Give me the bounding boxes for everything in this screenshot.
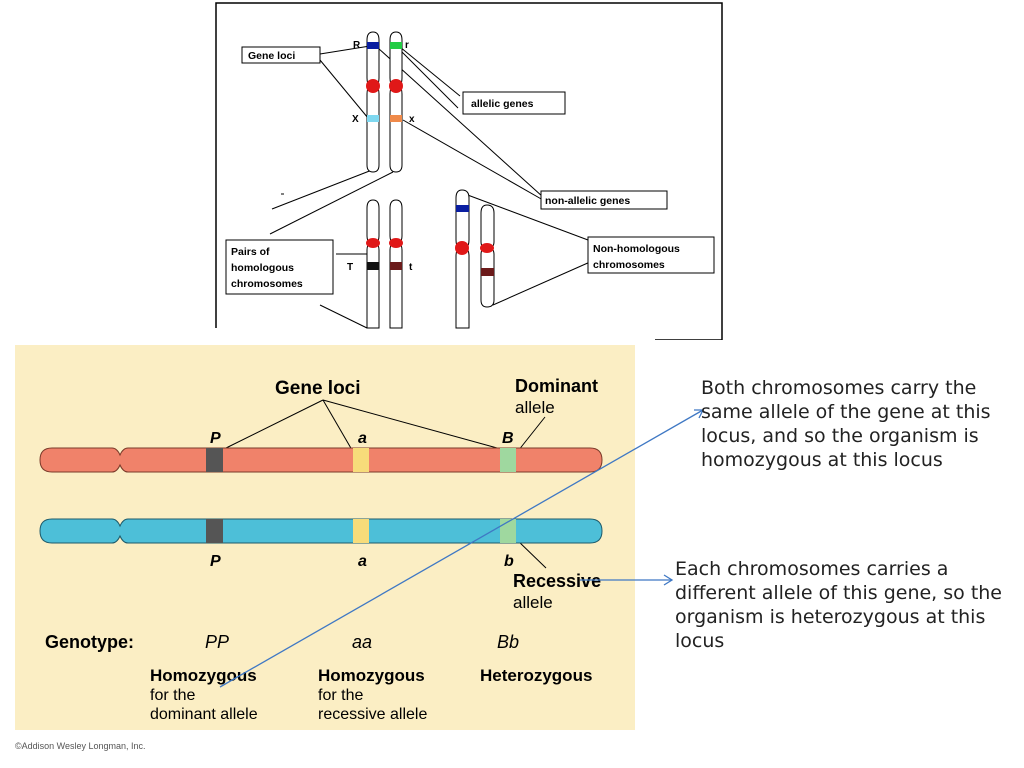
allele-top-a: a (358, 430, 367, 447)
locus-R (367, 42, 379, 49)
description-Bb-line1: Heterozygous (480, 666, 592, 685)
dominant-label-line2: allele (515, 398, 555, 417)
leader-lines (269, 45, 591, 329)
svg-text:allelic genes: allelic genes (471, 98, 534, 110)
genotype-PP: PP (205, 632, 229, 652)
chromosome-recessive (39, 518, 603, 544)
description-aa-line1: Homozygous (318, 666, 425, 685)
genotype-panel-background (15, 345, 635, 730)
locus-a-bottom (353, 519, 369, 543)
note-homozygous: Both chromosomes carry the same allele o… (701, 377, 991, 471)
svg-text:homologous: homologous (231, 262, 294, 274)
allele-letter-X: X (352, 114, 359, 125)
locus-nonhom-blue (456, 205, 469, 212)
allele-bottom-a: a (358, 553, 367, 570)
locus-T (367, 262, 379, 270)
description-PP-line2: for the (150, 687, 195, 704)
locus-x (390, 115, 402, 122)
svg-text:Pairs of: Pairs of (231, 246, 270, 258)
svg-text:chromosomes: chromosomes (593, 259, 665, 271)
genotype-label: Genotype: (45, 632, 134, 652)
centromere-lower-right (389, 238, 403, 248)
svg-text:chromosomes: chromosomes (231, 278, 303, 290)
label-gene-loci: Gene loci (241, 46, 321, 64)
locus-P-top (206, 448, 223, 472)
locus-nonhom-dark (481, 268, 494, 276)
locus-P-bottom (206, 519, 223, 543)
allele-letter-x: x (409, 114, 415, 125)
gene-loci-label: Gene loci (275, 378, 361, 399)
allele-top-P: P (210, 430, 221, 447)
locus-B-top (500, 448, 516, 472)
allele-letter-R: R (353, 40, 361, 51)
recessive-label-line2: allele (513, 593, 553, 612)
chromosome-pair-nonhomologous (455, 189, 495, 329)
locus-t (390, 262, 402, 270)
allele-top-B: B (502, 430, 514, 447)
dominant-label-line1: Dominant (515, 376, 598, 396)
label-pairs-of-homologous-chromosomes: Pairs of homologous chromosomes (225, 239, 334, 295)
centromere-nonhom-right (480, 243, 494, 253)
allele-letter-t: t (409, 262, 413, 273)
description-aa-line2: for the (318, 687, 363, 704)
locus-X (367, 115, 379, 122)
locus-b-bottom (500, 519, 516, 543)
svg-text:Non-homologous: Non-homologous (593, 243, 680, 255)
centromere-lower-left (366, 238, 380, 248)
locus-r (390, 42, 402, 49)
centromere-upper-right (389, 79, 403, 93)
genotype-Bb: Bb (497, 632, 519, 652)
label-non-homologous-chromosomes: Non-homologous chromosomes (587, 236, 715, 274)
centromere-nonhom-left (455, 241, 469, 255)
chromosome-pair-upper (366, 31, 403, 173)
locus-a-top (353, 448, 369, 472)
description-PP-line3: dominant allele (150, 706, 258, 723)
recessive-label-line1: Recessive (513, 571, 601, 591)
allele-bottom-P: P (210, 553, 221, 570)
description-aa-line3: recessive allele (318, 706, 427, 723)
allele-letter-T: T (347, 262, 353, 273)
arrow-homozygous-line (219, 409, 704, 688)
gene-loci-lines (221, 399, 547, 569)
note-heterozygous: Each chromosomes carries a different all… (675, 558, 1002, 652)
centromere-upper-left (366, 79, 380, 93)
annotation-arrows (219, 409, 705, 688)
svg-text:non-allelic genes: non-allelic genes (545, 195, 630, 207)
svg-text:Gene loci: Gene loci (248, 50, 295, 62)
homologous-chromosomes-diagram: R r X x T t Gene loci allelic genes non-… (210, 2, 723, 340)
allele-letter-r: r (405, 40, 409, 51)
label-allelic-genes: allelic genes (462, 91, 566, 115)
genotype-aa: aa (352, 632, 372, 652)
chromosome-dominant (39, 447, 603, 473)
arrow-heterozygous-head (663, 574, 674, 586)
description-PP-line1: Homozygous (150, 666, 257, 685)
copyright-text: ©Addison Wesley Longman, Inc. (15, 741, 146, 751)
label-non-allelic-genes: non-allelic genes (540, 190, 668, 210)
allele-bottom-b: b (504, 553, 514, 570)
chromosome-pair-lower (366, 199, 403, 329)
